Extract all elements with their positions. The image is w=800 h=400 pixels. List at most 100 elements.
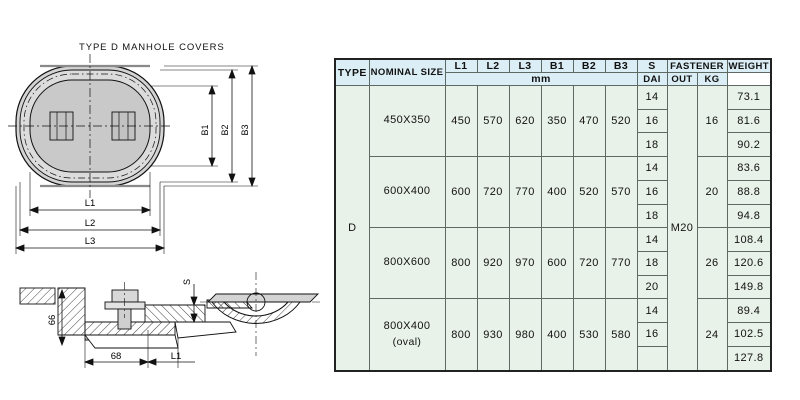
table-row: 127.8 [335, 345, 772, 372]
header-fastener: FASTENER [666, 58, 728, 73]
header-type: TYPE [334, 58, 370, 86]
cell-l3: 970 [508, 227, 542, 300]
dimension-s [190, 284, 198, 324]
cell-weight: 127.8 [726, 345, 772, 372]
header-l2: L2 [476, 58, 510, 73]
cell-b1: 600 [540, 227, 574, 300]
cell-weight: 108.4 [726, 227, 772, 252]
drawing-title: TYPE D MANHOLE COVERS [79, 42, 225, 53]
cell-l2: 570 [476, 84, 510, 158]
table-row: 18 90.2 [335, 132, 772, 158]
dimension-label-68: 68 [111, 351, 122, 362]
cell-nominal-size: 600X400 [368, 156, 446, 229]
dimension-label-s: S [182, 279, 192, 285]
header-l1: L1 [444, 58, 478, 73]
cell-l1: 800 [444, 298, 478, 372]
frame-section [19, 287, 179, 349]
cell-l3: 980 [508, 298, 542, 372]
cell-fastener-dai: M20 [666, 85, 698, 372]
header-b1: B1 [540, 58, 574, 73]
cell-b2: 470 [572, 84, 606, 158]
header-b3: B3 [604, 58, 638, 73]
cell-nominal-size: 800X400(oval) [368, 298, 446, 372]
cell-l1: 450 [444, 84, 478, 158]
cell-b1: 350 [540, 84, 574, 158]
cell-s: 16 [636, 322, 668, 347]
cell-fastener-out: 24 [696, 298, 728, 372]
dimension-label-b1: B1 [200, 124, 210, 135]
cell-nominal-size: 450X350 [368, 84, 446, 158]
cell-weight: 83.6 [726, 156, 772, 181]
cell-b3: 570 [604, 156, 638, 229]
cell-b2: 520 [572, 156, 606, 229]
table-row: 16 81.6 [335, 108, 772, 134]
cell-l3: 620 [508, 84, 542, 158]
cell-s: 16 [636, 108, 668, 134]
table-row: 16 102.5 [335, 322, 772, 347]
cell-weight: 102.5 [726, 322, 772, 347]
cell-b2: 720 [572, 227, 606, 300]
cell-fastener-out: 20 [696, 156, 728, 229]
cell-s: 18 [636, 132, 668, 158]
cell-s: 18 [636, 250, 668, 276]
cell-s: 16 [636, 179, 668, 205]
table-row: 18 120.6 [335, 250, 772, 276]
cell-s: 14 [636, 298, 668, 324]
cell-weight: 73.1 [726, 85, 772, 110]
dimension-66 [58, 288, 66, 347]
header-b2: B2 [572, 58, 606, 73]
cell-nominal-size: 800X600 [368, 227, 446, 300]
cell-weight: 81.6 [726, 108, 772, 134]
cell-s: 18 [636, 203, 668, 229]
semicircular-section-detail [200, 272, 322, 356]
dimension-label-b3: B3 [240, 124, 250, 135]
section-view-drawing: S 66 68 L1 [19, 272, 322, 368]
cell-weight: 90.2 [726, 132, 772, 158]
cell-s [636, 345, 668, 372]
cell-weight: 94.8 [726, 203, 772, 229]
cell-b3: 520 [604, 84, 638, 158]
cell-l1: 800 [444, 227, 478, 300]
cell-weight: 149.8 [726, 274, 772, 300]
header-l3: L3 [508, 58, 542, 73]
cell-b2: 530 [572, 298, 606, 372]
header-nominal-size: NOMINAL SIZE [368, 58, 446, 86]
dimension-label-l1-section: L1 [171, 351, 182, 362]
table-row: 18 94.8 [335, 203, 772, 229]
header-fastener-out: OUT [666, 72, 698, 86]
cell-l3: 770 [508, 156, 542, 229]
cell-l2: 720 [476, 156, 510, 229]
dimension-label-66: 66 [47, 315, 58, 326]
cell-l1: 600 [444, 156, 478, 229]
bolt-detail [104, 282, 146, 330]
drawing-panel: TYPE D MANHOLE COVERS [0, 0, 334, 400]
header-weight-unit: KG [696, 72, 728, 86]
cell-b1: 400 [540, 298, 574, 372]
cell-weight: 120.6 [726, 250, 772, 276]
cell-fastener-out: 26 [696, 227, 728, 300]
plan-view-drawing: B1 B2 B3 L1 L2 L3 [8, 54, 258, 254]
cell-b3: 770 [604, 227, 638, 300]
table-row: 16 88.8 [335, 179, 772, 205]
cell-s: 14 [636, 85, 668, 110]
table-header: TYPE NOMINAL SIZE L1 L2 L3 B1 B2 B3 S FA… [334, 58, 772, 86]
cell-l2: 930 [476, 298, 510, 372]
dimension-label-l3: L3 [85, 236, 96, 247]
cell-l2: 920 [476, 227, 510, 300]
specification-table: TYPE NOMINAL SIZE L1 L2 L3 B1 B2 B3 S FA… [334, 58, 772, 372]
header-s: S [636, 58, 668, 73]
cell-s: 14 [636, 156, 668, 181]
header-weight: WEIGHT [726, 58, 772, 73]
cell-type: D [334, 85, 370, 372]
cell-s: 14 [636, 227, 668, 252]
cell-weight: 88.8 [726, 179, 772, 205]
cell-b1: 400 [540, 156, 574, 229]
header-fastener-dai: DAI [636, 72, 668, 86]
header-unit-mm: mm [444, 72, 638, 86]
